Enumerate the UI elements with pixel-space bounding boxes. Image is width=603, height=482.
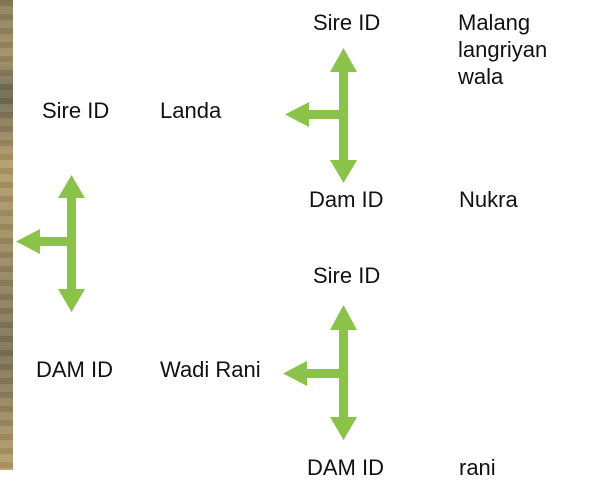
left-horizontal-arrow-stem xyxy=(36,237,74,246)
lower-arrow-head-up xyxy=(330,305,357,330)
left-arrow-head-down xyxy=(58,289,85,312)
lower-sire-label: Sire ID xyxy=(313,263,381,288)
upper-sire-label: Sire ID xyxy=(313,10,381,35)
upper-horizontal-arrow-stem xyxy=(305,110,345,119)
lower-dam-value: rani xyxy=(459,455,496,480)
upper-arrow-head-left xyxy=(285,102,309,127)
left-sire-label: Sire ID xyxy=(42,98,110,123)
lower-horizontal-arrow-stem xyxy=(303,369,345,378)
photo-edge-image xyxy=(0,0,13,470)
upper-arrow-head-up xyxy=(330,48,357,72)
upper-dam-value: Nukra xyxy=(459,187,518,212)
upper-arrow-head-down xyxy=(330,160,357,183)
left-arrow-head-left xyxy=(16,229,40,254)
left-dam-value: Wadi Rani xyxy=(160,357,261,382)
left-arrow-group xyxy=(16,175,85,312)
upper-arrow-group xyxy=(285,48,357,183)
lower-dam-label: DAM ID xyxy=(307,455,384,480)
lower-arrow-group xyxy=(283,305,357,440)
left-dam-label: DAM ID xyxy=(36,357,113,382)
lower-arrow-head-down xyxy=(330,417,357,440)
lower-arrow-head-left xyxy=(283,361,307,386)
upper-sire-value: Malang langriyan wala xyxy=(458,10,548,89)
left-sire-value: Landa xyxy=(160,98,222,123)
left-arrow-head-up xyxy=(58,175,85,198)
upper-dam-label: Dam ID xyxy=(309,187,384,212)
